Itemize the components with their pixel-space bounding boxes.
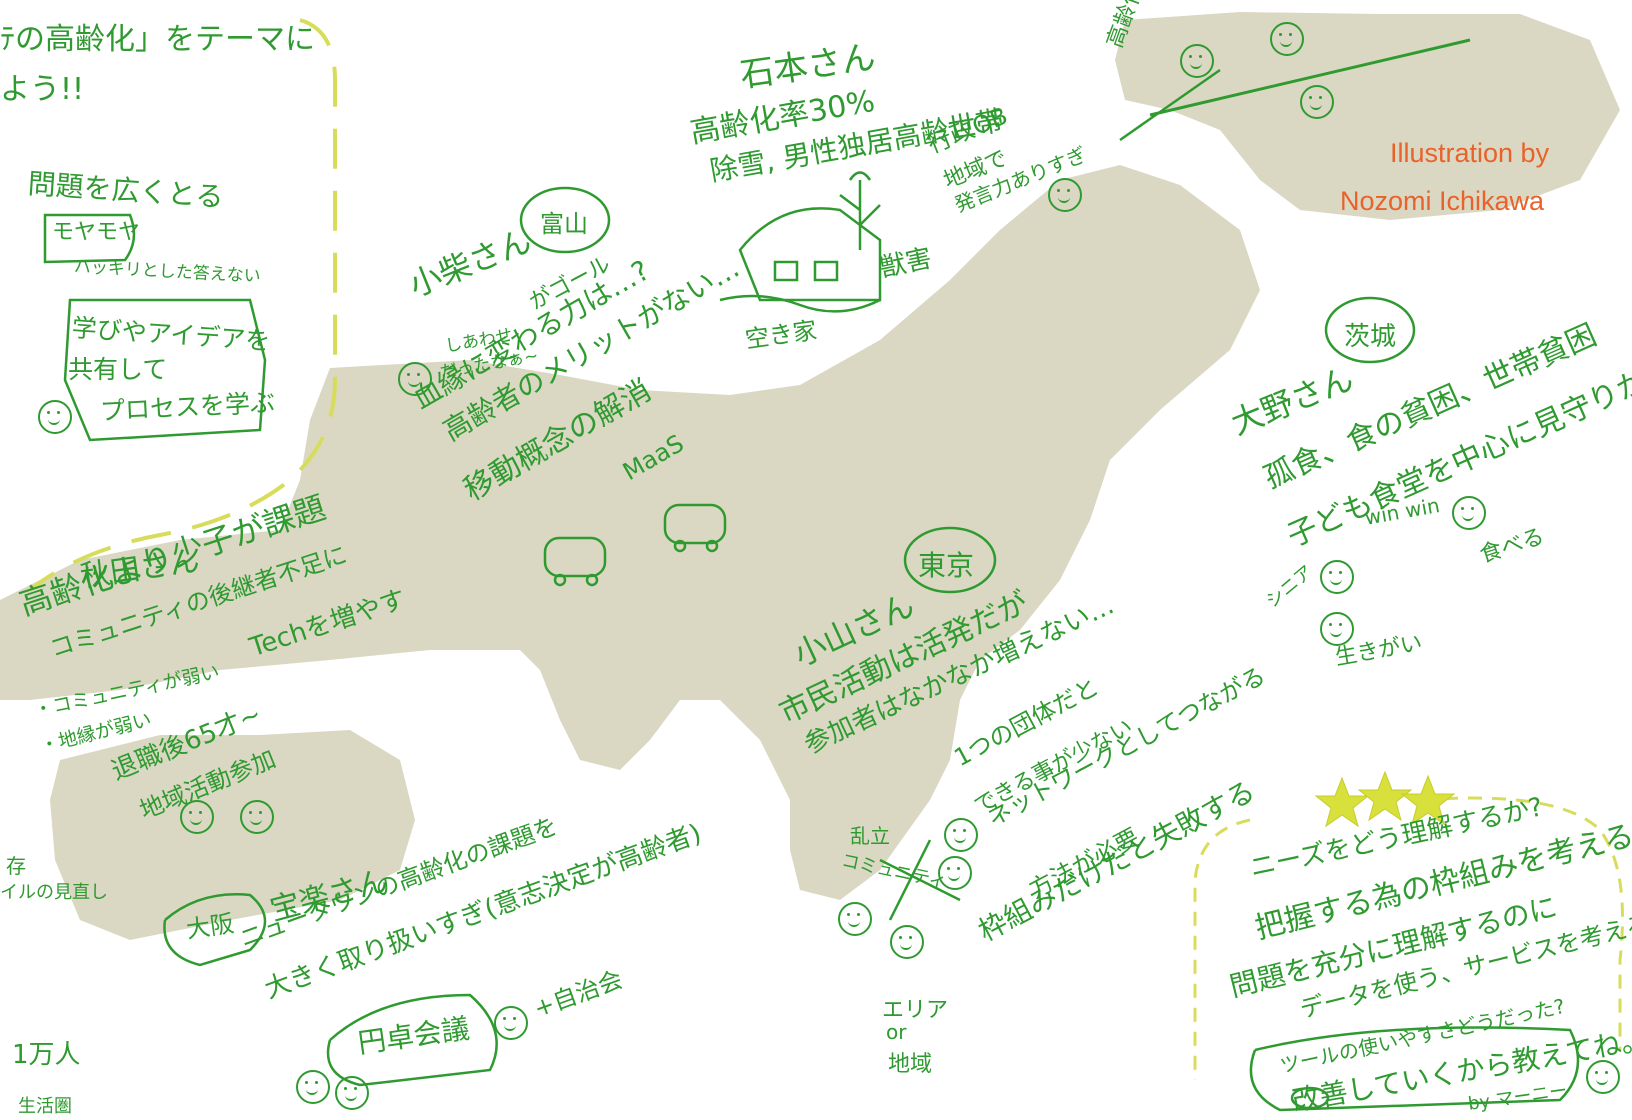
face-icon-sad [1300, 85, 1334, 119]
osaka-region: 大阪 [184, 909, 236, 944]
learn-line-2: 共有して [68, 355, 168, 384]
face-icon-marnie [1586, 1060, 1620, 1094]
koshiba-region: 富山 [540, 210, 588, 238]
top-left-heading: ﾃの高齢化」をテーマに [0, 22, 315, 57]
bottom-left-area: 生活圏 [18, 1096, 72, 1117]
face-icon-ono-2 [1452, 496, 1486, 530]
bottom-left-people: 1万人 [12, 1040, 81, 1070]
tree-icon [839, 171, 881, 250]
face-icon-osaka-3 [494, 1006, 528, 1040]
face-icon-koyama-4 [944, 818, 978, 852]
face-icon-akita-1 [180, 800, 214, 834]
top-left-heading-2: よう!! [0, 72, 85, 107]
community-cross-icon [879, 839, 961, 921]
face-icon-top-right-2 [1270, 22, 1304, 56]
koyama-area-1: エリア [882, 998, 949, 1023]
top-left-dashed-frame [28, 18, 337, 592]
moyamoya-text: モヤモヤ [52, 220, 141, 245]
koyama-area-3: 地域 [888, 1052, 933, 1077]
bottom-left-lifestyle: イルの見直し [0, 882, 108, 903]
face-icon-koyama-1 [838, 902, 872, 936]
top-right-divider-line [1149, 38, 1471, 117]
bottom-left-keep: 存 [6, 854, 26, 878]
bottom-right-dashed-frame [1193, 796, 1624, 1080]
hokkaido-shape [1115, 12, 1620, 220]
speech-bubble-frames [43, 68, 1580, 1112]
face-icon-top-right-1 [1180, 44, 1214, 78]
face-icon-akita-2 [240, 800, 274, 834]
japan-map-shape [0, 165, 1260, 900]
face-icon-osaka-1 [296, 1070, 330, 1104]
face-icon-osaka-2 [335, 1076, 369, 1110]
face-icon-ono-1 [1320, 560, 1354, 594]
face-icon-koyama-2 [890, 925, 924, 959]
face-icon-ishimoto [1048, 178, 1082, 212]
kyushu-shape [50, 730, 415, 940]
face-icon-left [38, 400, 72, 434]
face-icon-ono-3 [1320, 612, 1354, 646]
car-icon [543, 503, 727, 587]
illustration-credit-line2: Nozomi Ichikawa [1340, 186, 1545, 216]
house-icon [719, 207, 882, 313]
koyama-area-2: or [886, 1020, 907, 1044]
face-icon-koyama-3 [938, 856, 972, 890]
illustration-credit-line1: Illustration by [1390, 138, 1550, 168]
star-rating-icon [1314, 770, 1456, 828]
face-icon-koshiba [398, 362, 432, 396]
koyama-chaos-1: 乱立 [850, 824, 890, 848]
ono-region: 茨城 [1344, 322, 1397, 352]
stars-text: ★★★ [1320, 770, 1323, 771]
koyama-region: 東京 [918, 549, 975, 582]
